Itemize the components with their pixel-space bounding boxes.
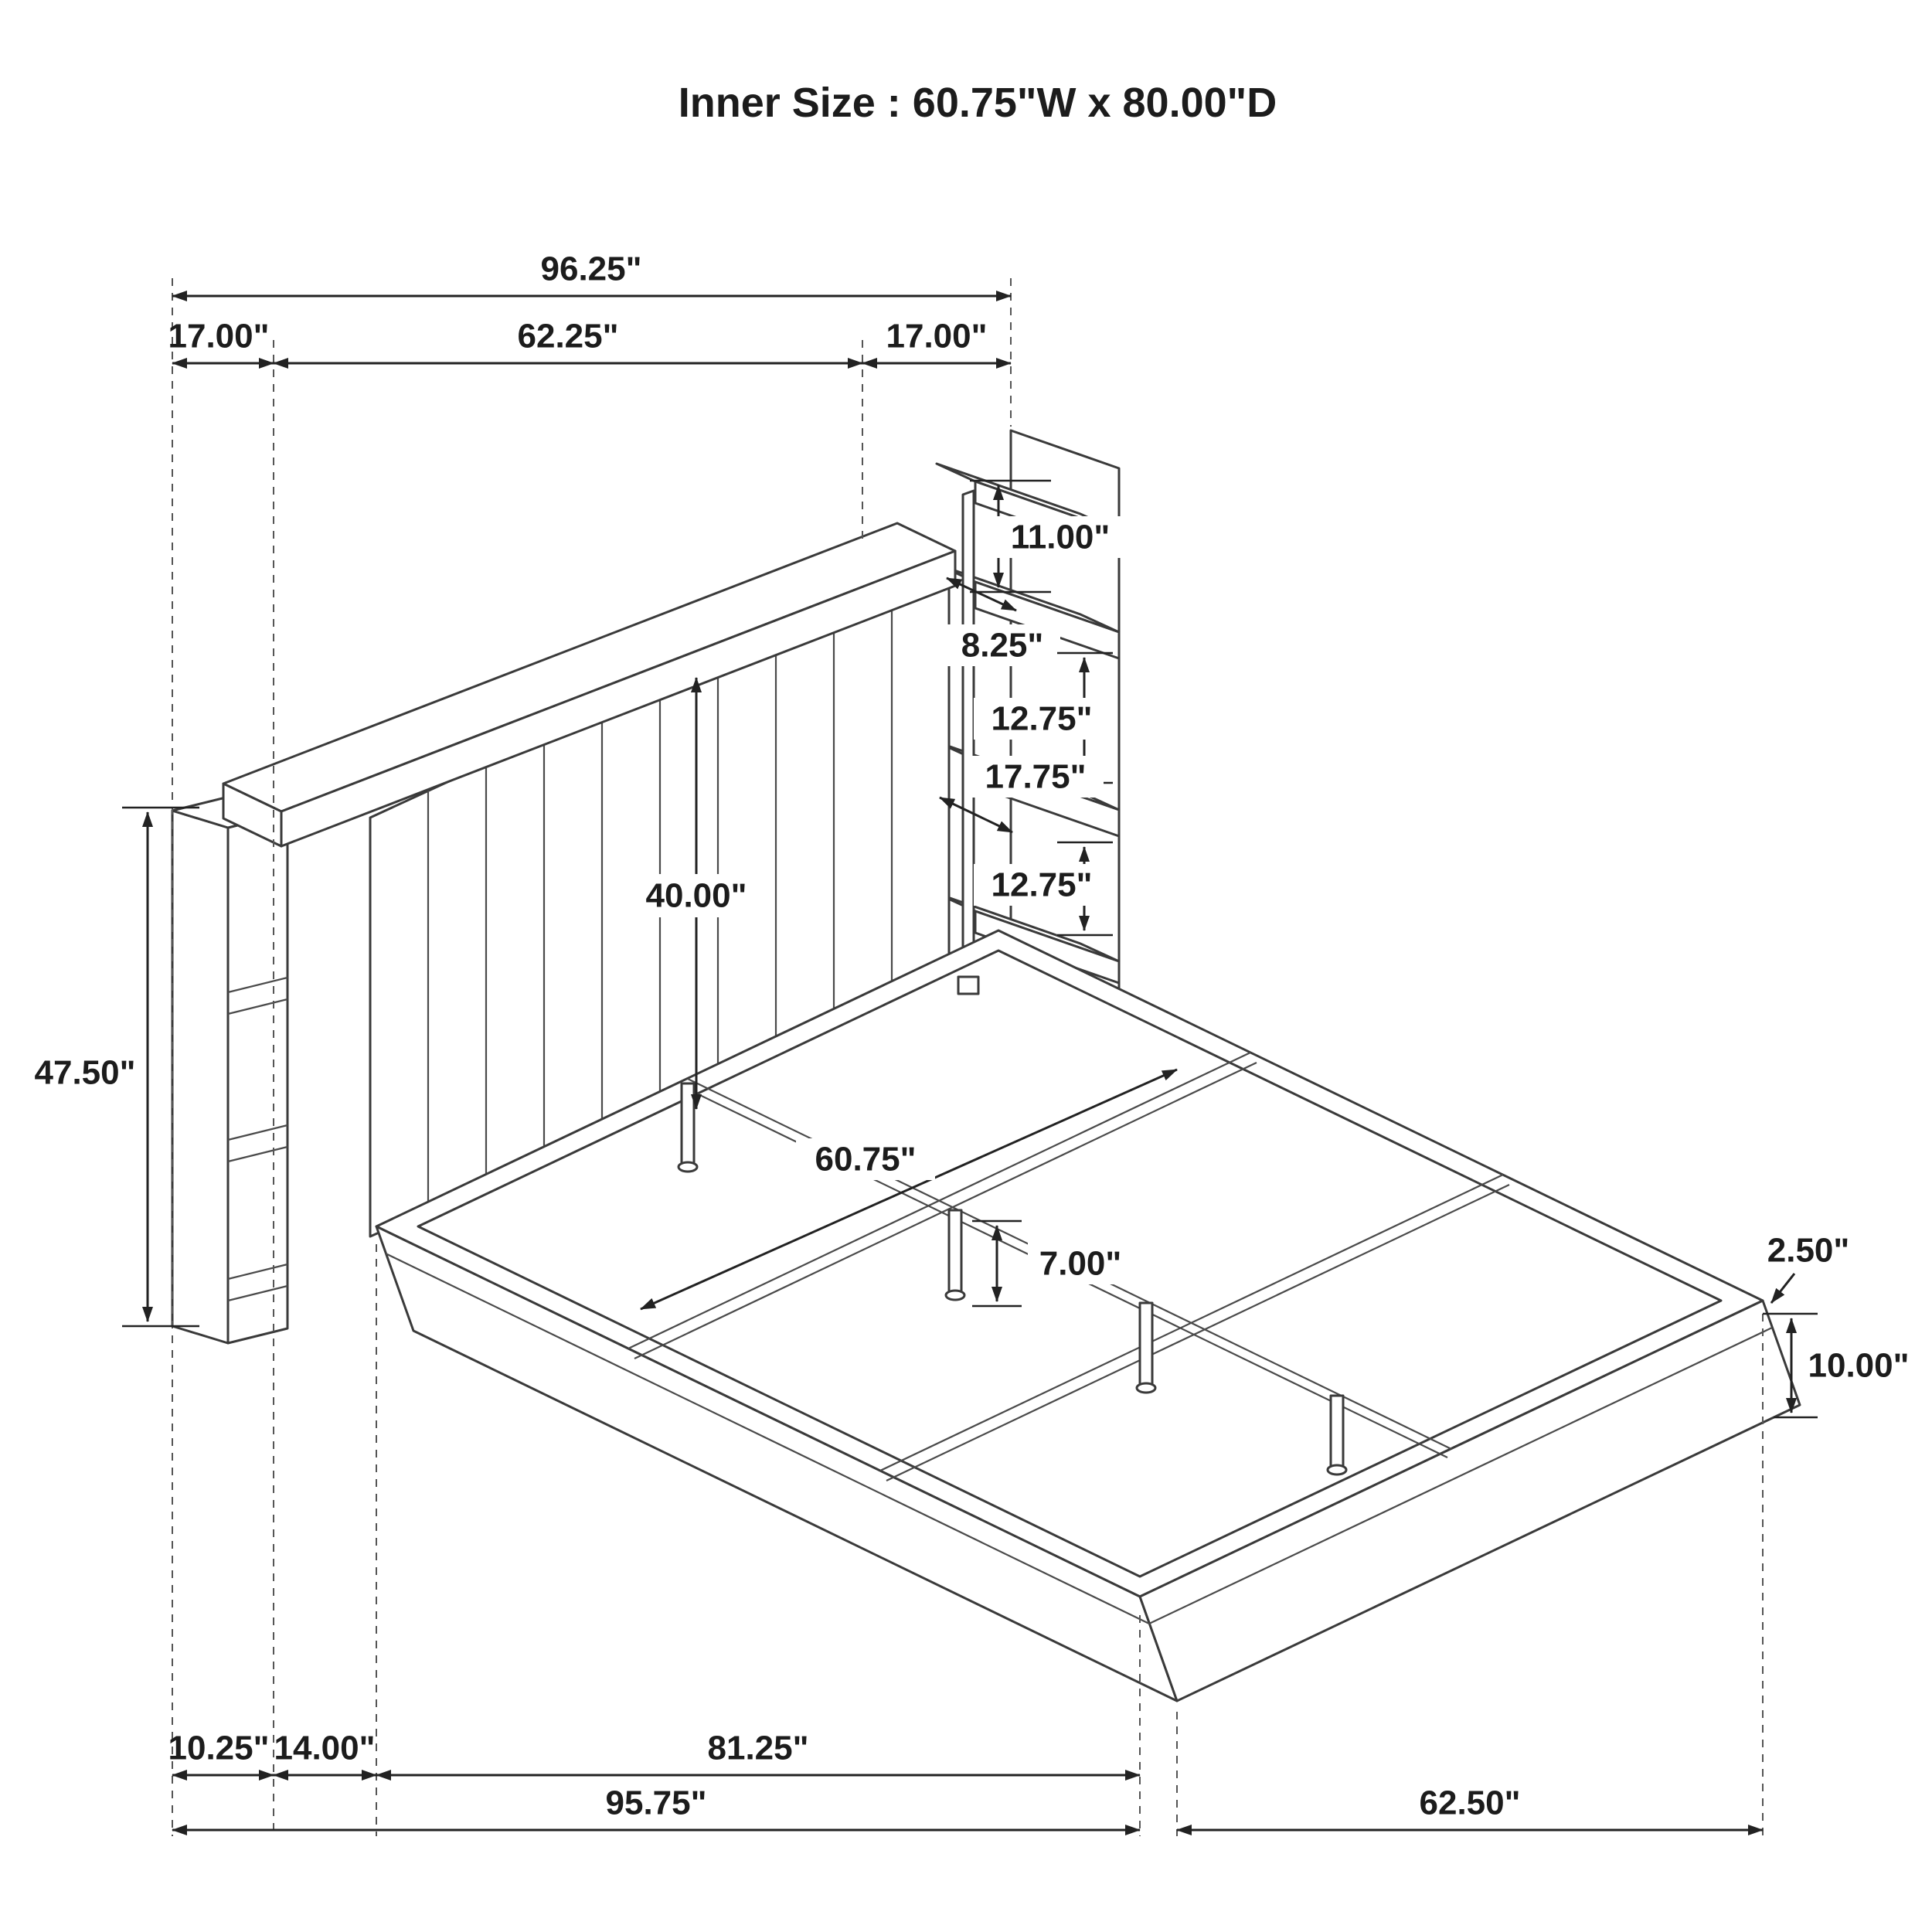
dim-shelf-depth: 8.25" [944, 577, 1060, 666]
headboard-cornice [222, 522, 957, 848]
dim-inner-width: 60.75" [640, 1068, 1178, 1311]
dim-label-pier-depth: 17.75" [985, 758, 1087, 796]
dim-label-right-pier-width: 17.00" [886, 318, 988, 355]
support-leg [677, 1082, 699, 1173]
dim-label-frame-inner-length: 81.25" [708, 1730, 809, 1767]
dim-label-lower-shelf-opening: 12.75" [992, 866, 1093, 904]
bed-illustration [171, 429, 1801, 1702]
dim-label-headboard-height: 40.00" [646, 877, 747, 915]
dim-right-pier-width: 17.00" [862, 318, 1012, 369]
support-leg [1135, 1301, 1157, 1394]
dim-tower-height: 47.50" [35, 806, 199, 1328]
dim-lower-shelf-opening: 12.75" [974, 841, 1113, 937]
dim-total-depth: 95.75" [172, 1784, 1141, 1835]
dim-label-left-tower-width: 17.00" [168, 318, 270, 355]
dim-label-rail-lip: 2.50" [1767, 1232, 1850, 1270]
dim-frame-side-height: 10.00" [1763, 1312, 1910, 1419]
dim-headboard-height: 40.00" [628, 677, 764, 1110]
dim-label-headboard-width: 62.25" [518, 318, 619, 355]
dim-pier-top-opening: 11.00" [970, 479, 1127, 594]
dim-left-tower-width: 17.00" [168, 318, 274, 369]
dim-label-frame-side-height: 10.00" [1808, 1347, 1910, 1385]
dim-label-upper-shelf-opening: 12.75" [992, 700, 1093, 738]
dim-label-leg-height: 7.00" [1039, 1245, 1122, 1283]
dim-label-frame-outer-width: 62.50" [1420, 1784, 1521, 1822]
left-storage-tower [171, 794, 289, 1345]
mounting-bracket [957, 975, 980, 995]
extension-lines [172, 278, 1764, 1836]
support-leg [1326, 1394, 1348, 1476]
dim-pier-depth: 17.75" [939, 756, 1104, 834]
dim-leg-height: 7.00" [972, 1219, 1136, 1308]
dim-upper-shelf-opening: 12.75" [974, 651, 1113, 784]
page-title: Inner Size : 60.75"W x 80.00"D [679, 80, 1277, 126]
dim-headboard-width: 62.25" [273, 318, 863, 369]
dim-label-total-depth: 95.75" [606, 1784, 707, 1822]
dim-frame-inner-length: 81.25" [376, 1730, 1141, 1781]
dim-frame-outer-width: 62.50" [1176, 1784, 1764, 1835]
dim-rail-lip: 2.50" [1767, 1232, 1850, 1304]
dim-label-tower-front-gap: 14.00" [274, 1730, 376, 1767]
dimension-annotations: 96.25" 17.00" 62.25" 17.00" 11.00" 8.25" [35, 250, 1910, 1835]
dim-label-tower-height: 47.50" [35, 1054, 136, 1092]
dim-label-shelf-depth: 8.25" [961, 627, 1044, 665]
dim-total-width: 96.25" [172, 250, 1012, 301]
support-leg [944, 1209, 966, 1301]
dim-tower-front-gap: 14.00" [273, 1730, 377, 1781]
dim-label-tower-depth: 10.25" [168, 1730, 270, 1767]
dim-tower-depth: 10.25" [168, 1730, 274, 1781]
dim-label-pier-top-opening: 11.00" [1011, 519, 1111, 556]
dim-label-inner-width: 60.75" [815, 1141, 917, 1179]
dim-label-total-width: 96.25" [541, 250, 642, 288]
